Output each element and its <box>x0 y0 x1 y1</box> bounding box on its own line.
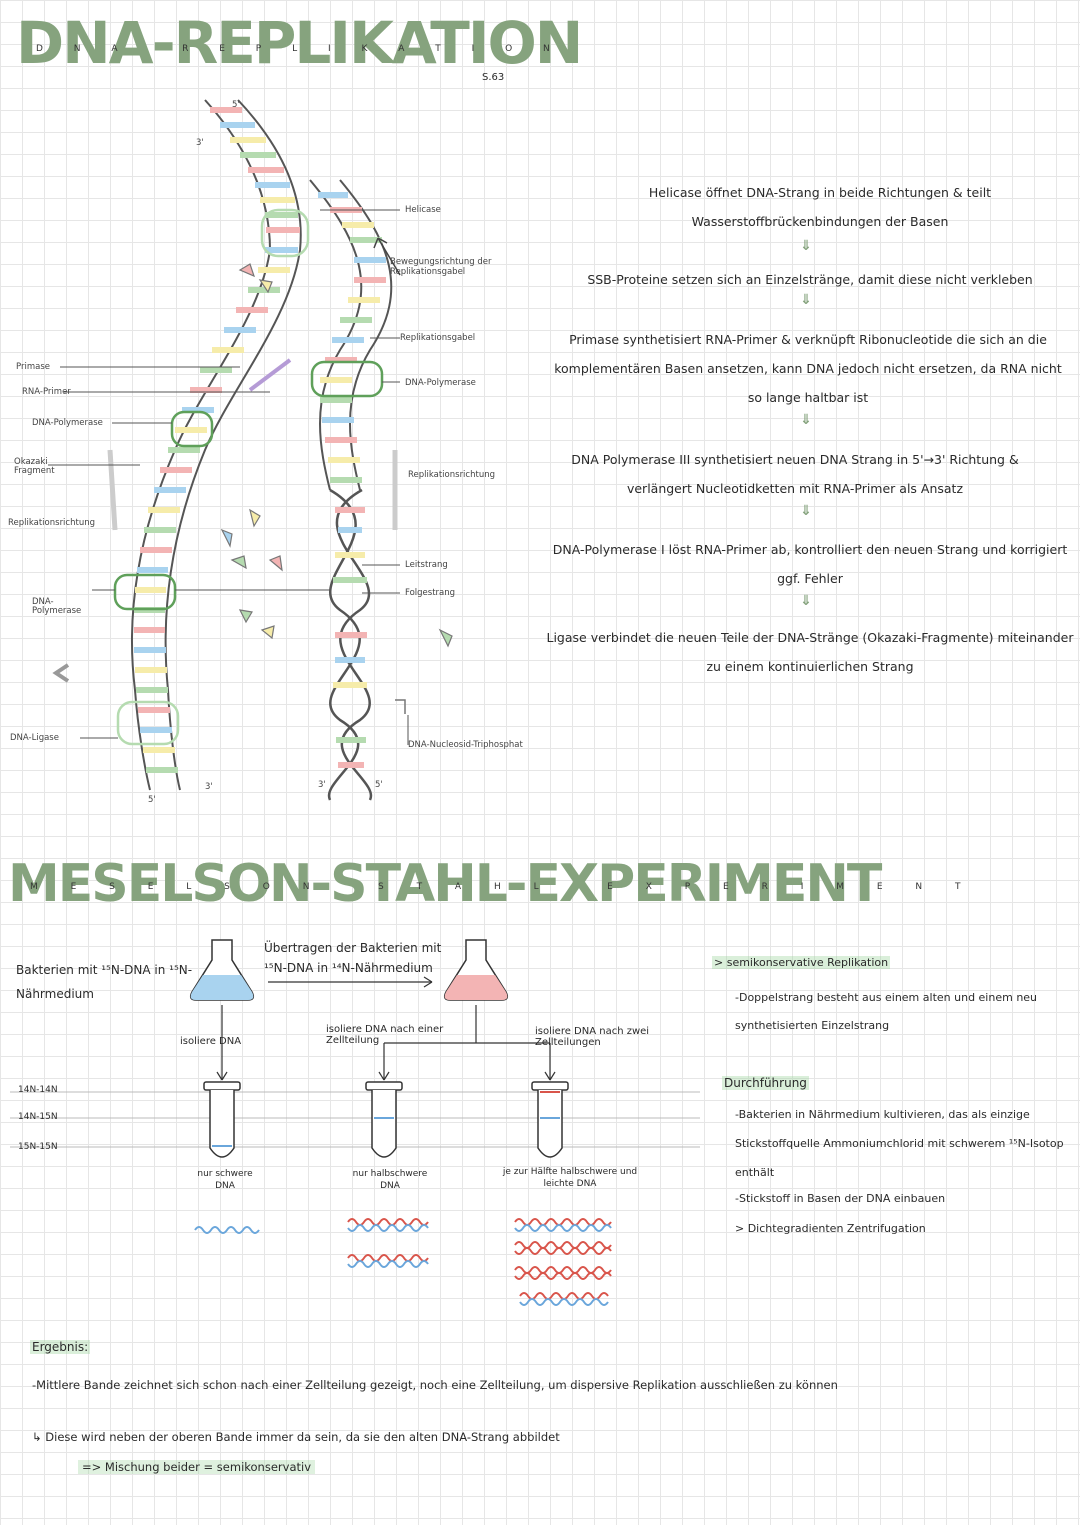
result-line-3: => Mischung beider = semikonservativ <box>78 1460 315 1474</box>
helicase-shape <box>260 208 310 258</box>
bacteria-text: Bakterien mit ¹⁵N-DNA in ¹⁵N-Nährmedium <box>16 963 193 1001</box>
polymerase-right-shape <box>310 360 384 398</box>
leader-lines <box>48 209 409 745</box>
label-direction-left: Replikationsrichtung <box>8 518 95 528</box>
meselson-title: MESELSON-STAHL-EXPERIMENT <box>8 854 882 914</box>
tube-2 <box>365 1081 403 1158</box>
end-3-top: 3' <box>196 138 204 148</box>
step-arrow-3: ⇓ <box>800 412 812 428</box>
step-polymerase-1: DNA-Polymerase I löst RNA-Primer ab, kon… <box>552 542 1068 586</box>
result-2: nur halbschwere DNA <box>352 1169 428 1191</box>
step-arrow-1: ⇓ <box>800 238 812 254</box>
tube-3 <box>531 1081 569 1158</box>
leading-backbone-inner <box>339 179 393 491</box>
tube-1 <box>203 1081 241 1158</box>
label-fork: Replikationsgabel <box>400 333 476 343</box>
step-ligase: Ligase verbindet die neuen Teile der DNA… <box>546 630 1074 674</box>
title2-letter-overlay: M E S E L S O N S T A H L E X P E R I M … <box>30 882 976 892</box>
replication-title: DNA-REPLIKATION <box>16 9 583 77</box>
replication-diagram <box>48 99 453 801</box>
polymerase-bottom-left-shape <box>113 573 177 611</box>
notes-1: -Doppelstrang besteht aus einem alten un… <box>735 991 1038 1032</box>
label-primase: Primase <box>16 362 50 372</box>
isolate-3: isoliere DNA nach zwei Zellteilungen <box>535 1026 650 1048</box>
procedure-1: -Bakterien in Nährmedium kultivieren, da… <box>735 1108 1064 1179</box>
band-label-2: 14N-15N <box>18 1112 58 1122</box>
label-okazaki: Okazaki Fragment <box>14 457 55 476</box>
label-dna-polymerase-top: DNA-Polymerase <box>32 418 103 428</box>
label-dna-polymerase-bottom: DNA-Polymerase <box>32 597 82 616</box>
result-line-2: ↳ Diese wird neben der oberen Bande imme… <box>32 1430 560 1444</box>
page-ref: S.63 <box>482 72 505 83</box>
label-rna-primer: RNA-Primer <box>22 387 71 397</box>
replication-direction-left-arrow <box>107 449 118 531</box>
step-arrow-5: ⇓ <box>800 593 812 609</box>
free-nucleotides <box>52 263 453 714</box>
band-label-3: 15N-15N <box>18 1142 58 1152</box>
end-3-bottom: 3' <box>205 782 213 792</box>
step-arrow-2: ⇓ <box>800 292 812 308</box>
end-5-top: 5' <box>232 100 240 110</box>
notes-title: > semikonservative Replikation <box>712 956 891 969</box>
label-ligase: DNA-Ligase <box>10 733 59 743</box>
helix-rungs <box>333 507 367 768</box>
fork-direction-arrow <box>377 237 401 276</box>
meselson-diagram <box>10 939 700 1306</box>
label-direction-right: Replikationsrichtung <box>408 470 495 480</box>
title-letter-overlay: D N A R E P L I K A T I O N <box>36 44 564 54</box>
result-line-1: -Mittlere Bande zeichnet sich schon nach… <box>32 1378 838 1392</box>
label-leading: Leitstrang <box>405 560 448 570</box>
step-polymerase-3: DNA Polymerase III synthetisiert neuen D… <box>571 452 1019 496</box>
result-1: nur schwere DNA <box>197 1169 253 1191</box>
ligase-shape <box>116 700 180 746</box>
transfer-text: Übertragen der Bakterien mit ¹⁵N-DNA in … <box>264 941 442 975</box>
lagging-rungs <box>134 107 300 773</box>
label-ntp: DNA-Nucleosid-Triphosphat <box>408 740 523 750</box>
dna-squiggles <box>194 1218 612 1306</box>
procedure-2: -Stickstoff in Basen der DNA einbauen <box>735 1192 946 1205</box>
label-lagging: Folgestrang <box>405 588 456 598</box>
procedure-title: Durchführung <box>722 1076 809 1090</box>
band-label-1: 14N-14N <box>18 1085 58 1095</box>
polymerase-top-left-shape <box>170 410 214 448</box>
isolate-1: isoliere DNA <box>180 1036 242 1047</box>
step-primase: Primase synthetisiert RNA-Primer & verkn… <box>554 332 1062 405</box>
label-movement: Bewegungsrichtung der Replikationsgabel <box>390 257 492 277</box>
label-helicase: Helicase <box>405 205 441 215</box>
step-helicase: Helicase öffnet DNA-Strang in beide Rich… <box>648 185 992 229</box>
procedure-3: > Dichtegradienten Zentrifugation <box>735 1222 926 1235</box>
end-5-bottom: 5' <box>148 795 156 805</box>
leading-backbone-outer <box>309 179 363 491</box>
end-3-helix: 3' <box>318 780 326 790</box>
rna-primer-mark <box>248 358 292 392</box>
end-5-helix: 5' <box>375 780 383 790</box>
step-arrow-4: ⇓ <box>800 503 812 519</box>
step-ssb: SSB-Proteine setzen sich an Einzelsträng… <box>587 272 1033 287</box>
result-3: je zur Hälfte halbschwere und leichte DN… <box>502 1167 638 1189</box>
isolate-2: isoliere DNA nach einer Zellteilung <box>326 1024 444 1046</box>
result-title: Ergebnis: <box>30 1340 91 1354</box>
label-polymerase-right: DNA-Polymerase <box>405 378 476 388</box>
